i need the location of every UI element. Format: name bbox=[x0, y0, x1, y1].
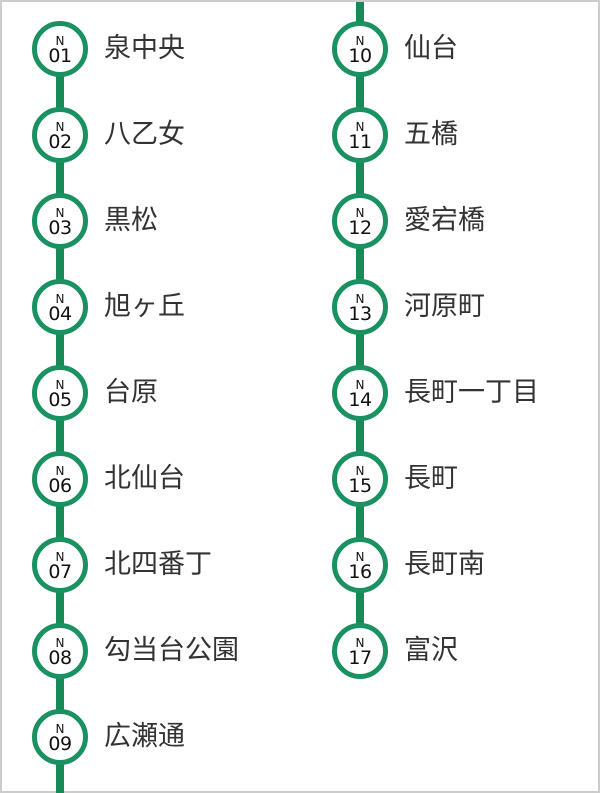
station-n06[interactable]: N 06 北仙台 bbox=[2, 451, 302, 507]
station-number-badge: N 06 bbox=[32, 451, 88, 507]
station-name: 広瀬通 bbox=[104, 721, 185, 752]
line-letter: N bbox=[55, 291, 65, 306]
station-number: 11 bbox=[348, 130, 372, 153]
station-number: 08 bbox=[48, 646, 72, 669]
station-number-badge: N 17 bbox=[332, 623, 388, 679]
line-letter: N bbox=[55, 33, 65, 48]
station-n17[interactable]: N 17 富沢 bbox=[302, 623, 598, 679]
station-name: 河原町 bbox=[404, 291, 485, 322]
line-letter: N bbox=[355, 33, 365, 48]
station-name: 長町南 bbox=[404, 549, 485, 580]
station-name: 台原 bbox=[104, 377, 158, 408]
line-letter: N bbox=[55, 721, 65, 736]
station-name: 愛宕橋 bbox=[404, 205, 485, 236]
station-n13[interactable]: N 13 河原町 bbox=[302, 279, 598, 335]
station-n12[interactable]: N 12 愛宕橋 bbox=[302, 193, 598, 249]
station-n04[interactable]: N 04 旭ヶ丘 bbox=[2, 279, 302, 335]
line-letter: N bbox=[55, 205, 65, 220]
station-n09[interactable]: N 09 広瀬通 bbox=[2, 709, 302, 765]
station-name: 八乙女 bbox=[104, 119, 185, 150]
station-number: 03 bbox=[48, 216, 72, 239]
line-segment-left bbox=[56, 51, 64, 793]
line-letter: N bbox=[355, 119, 365, 134]
station-n11[interactable]: N 11 五橋 bbox=[302, 107, 598, 163]
station-number-badge: N 11 bbox=[332, 107, 388, 163]
station-number-badge: N 08 bbox=[32, 623, 88, 679]
station-number-badge: N 12 bbox=[332, 193, 388, 249]
station-number: 15 bbox=[348, 474, 372, 497]
station-n07[interactable]: N 07 北四番丁 bbox=[2, 537, 302, 593]
station-number: 09 bbox=[48, 732, 72, 755]
station-number-badge: N 15 bbox=[332, 451, 388, 507]
line-letter: N bbox=[355, 377, 365, 392]
station-number: 13 bbox=[348, 302, 372, 325]
station-number-badge: N 02 bbox=[32, 107, 88, 163]
station-name: 仙台 bbox=[404, 33, 458, 64]
station-name: 泉中央 bbox=[104, 33, 185, 64]
station-name: 五橋 bbox=[404, 119, 458, 150]
station-number: 06 bbox=[48, 474, 72, 497]
station-n08[interactable]: N 08 勾当台公園 bbox=[2, 623, 302, 679]
station-number: 04 bbox=[48, 302, 72, 325]
line-letter: N bbox=[55, 119, 65, 134]
station-name: 勾当台公園 bbox=[104, 635, 239, 666]
line-letter: N bbox=[355, 549, 365, 564]
station-name: 旭ヶ丘 bbox=[104, 291, 185, 322]
station-name: 長町 bbox=[404, 463, 458, 494]
station-n10[interactable]: N 10 仙台 bbox=[302, 21, 598, 77]
line-letter: N bbox=[55, 549, 65, 564]
station-number: 14 bbox=[348, 388, 372, 411]
station-name: 北四番丁 bbox=[104, 549, 212, 580]
station-number: 07 bbox=[48, 560, 72, 583]
station-n16[interactable]: N 16 長町南 bbox=[302, 537, 598, 593]
station-name: 富沢 bbox=[404, 635, 458, 666]
station-number: 10 bbox=[348, 44, 372, 67]
line-letter: N bbox=[355, 463, 365, 478]
station-name: 長町一丁目 bbox=[404, 377, 539, 408]
station-n05[interactable]: N 05 台原 bbox=[2, 365, 302, 421]
station-n14[interactable]: N 14 長町一丁目 bbox=[302, 365, 598, 421]
station-number: 16 bbox=[348, 560, 372, 583]
station-number-badge: N 13 bbox=[332, 279, 388, 335]
station-number-badge: N 05 bbox=[32, 365, 88, 421]
station-number-badge: N 07 bbox=[32, 537, 88, 593]
station-n15[interactable]: N 15 長町 bbox=[302, 451, 598, 507]
station-n01[interactable]: N 01 泉中央 bbox=[2, 21, 302, 77]
station-number: 05 bbox=[48, 388, 72, 411]
station-number: 12 bbox=[348, 216, 372, 239]
line-letter: N bbox=[355, 635, 365, 650]
station-number-badge: N 16 bbox=[332, 537, 388, 593]
station-number-badge: N 10 bbox=[332, 21, 388, 77]
station-number: 02 bbox=[48, 130, 72, 153]
station-name: 北仙台 bbox=[104, 463, 185, 494]
station-number-badge: N 14 bbox=[332, 365, 388, 421]
line-letter: N bbox=[55, 463, 65, 478]
line-letter: N bbox=[55, 635, 65, 650]
station-n03[interactable]: N 03 黒松 bbox=[2, 193, 302, 249]
station-number-badge: N 04 bbox=[32, 279, 88, 335]
station-number: 17 bbox=[348, 646, 372, 669]
station-number-badge: N 03 bbox=[32, 193, 88, 249]
station-n02[interactable]: N 02 八乙女 bbox=[2, 107, 302, 163]
station-number-badge: N 01 bbox=[32, 21, 88, 77]
line-letter: N bbox=[355, 291, 365, 306]
line-letter: N bbox=[55, 377, 65, 392]
station-name: 黒松 bbox=[104, 205, 158, 236]
line-letter: N bbox=[355, 205, 365, 220]
station-number-badge: N 09 bbox=[32, 709, 88, 765]
station-number: 01 bbox=[48, 44, 72, 67]
